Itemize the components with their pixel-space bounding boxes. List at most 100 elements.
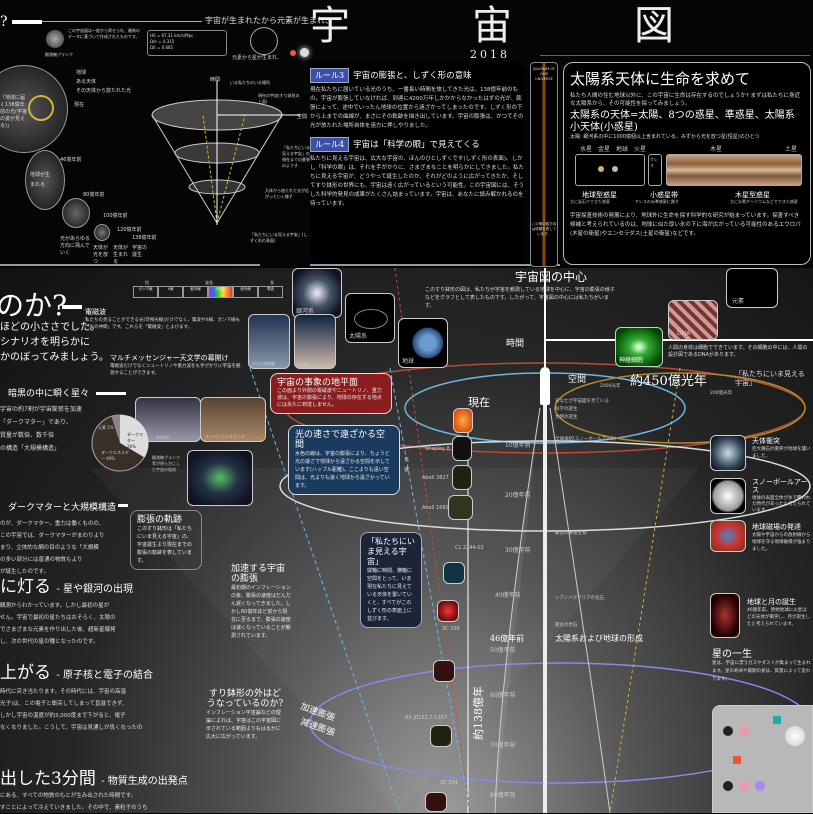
lightspeed-title: 光の速さで遠ざかる空間 xyxy=(295,430,386,450)
thumb-galaxy xyxy=(437,600,459,622)
legend-light: その天体から放たれた光 xyxy=(76,88,132,94)
horizon-title: 宇宙の事象の地平面 xyxy=(277,378,359,388)
dm-title: ダークマターと大規模構造 xyxy=(8,503,117,513)
age-80: 80億年前 xyxy=(83,192,105,198)
star-dot-icon xyxy=(755,781,765,791)
divider xyxy=(12,20,42,24)
thumb-solar-system: 太陽系 xyxy=(345,293,395,343)
age-120: 120億年前 xyxy=(117,227,142,233)
universe-cone xyxy=(90,268,813,813)
square-icon xyxy=(733,756,741,764)
planet-row: 水星 金星 地球 火星 木星 土星 ケレス xyxy=(570,144,804,190)
intro-line: シナリオを明らかに xyxy=(0,337,90,348)
event-magnetic-body: 太陽や宇宙からの放射線から地球を守る地球磁場が強まりました。 xyxy=(752,533,811,552)
pie-label-dark-matter: ダークマター 26% xyxy=(127,432,143,449)
lightspeed-line xyxy=(389,367,471,813)
lightspeed-line xyxy=(249,367,401,813)
stars-line: し、次の世代の星の種となったのです。 xyxy=(0,639,99,645)
thumb-galaxy xyxy=(452,465,472,490)
expansion-cone-diagram xyxy=(151,80,300,225)
em-uv: 紫外線 xyxy=(183,286,208,298)
formation-label: 太陽系および地球の形成 xyxy=(555,634,643,643)
thumb-element: 元素 xyxy=(726,268,778,308)
em-visible: 可視光 xyxy=(208,286,233,298)
cone-edge xyxy=(151,114,218,224)
asteroid-box: ケレス xyxy=(648,154,662,186)
cone-space-label: 空間 xyxy=(297,114,308,120)
thumb-label: KAGRA xyxy=(156,435,170,440)
header-tagline-2: 元素から星が生まれ、 xyxy=(232,55,283,61)
thumb-galaxy xyxy=(452,436,472,461)
outside-title: すり鉢形の外はどうなっているのか? xyxy=(206,689,284,709)
orbit-icon xyxy=(354,309,388,329)
rule3-body: 現在私たちに届いている光のうち、一番長い時間を旅してきた光は、138億年前のもの… xyxy=(310,87,524,129)
header-question-fragment: ? xyxy=(0,14,8,30)
age-label: 約138億年 xyxy=(472,686,485,740)
solar-body: 宇宙探査技術の発展により、地球外に生命を探す科学的な研究が始まっています。探査す… xyxy=(570,213,801,237)
em-ir: 赤外線 xyxy=(233,286,258,298)
thumb-neuron: 神経細胞 xyxy=(615,327,663,367)
planck-satellite-icon xyxy=(46,30,64,48)
center-body: このすり鉢形の図は、私たちが宇宙を観測している地球を中心に、宇宙の膨張の様子など… xyxy=(425,287,615,309)
cone-note-expansion: 「私たちにいま見える宇宙」の現在までの膨張のようす xyxy=(282,145,310,168)
planet-mercury: 水星 xyxy=(580,146,593,153)
dm-line: まり、立体的な網の目のような「大規模 xyxy=(0,545,99,551)
note-science: 科学の誕生 xyxy=(555,407,578,412)
cone-note-here: いま私たちのいる場所 xyxy=(230,80,270,85)
divider xyxy=(0,264,260,266)
note-cyanobacteria: シアノバクテリアの化石 xyxy=(555,596,605,601)
dark-line: の構造「大規模構造」 xyxy=(0,445,61,452)
solar-system-panel: 太陽系天体に生命を求めて 私たち人間の住む地球以外に、この宇宙に生命は存在するの… xyxy=(563,62,811,265)
trace-callout: 膨張の軌跡 このすり鉢形は「私たちにいま見える宇宙」の、宇宙誕生より現在までの膨… xyxy=(130,510,202,570)
visible-title: 「私たちにいま見える宇宙」 xyxy=(367,537,415,566)
thumb-dna: DNA xyxy=(668,300,718,340)
em-body: 私たちの見ることができる光(可視光線)だけでなく、電波やX線、ガンマ線も「光の仲… xyxy=(85,318,241,330)
event-star-life-body: 星は、宇宙に漂うガスやダストが集まって生まれます。星の寿命や最期の姿は、質量によ… xyxy=(712,661,811,682)
dm-line: この宇宙では、ダークマターがまわりより xyxy=(0,533,105,539)
divider xyxy=(118,504,128,507)
dark-line: 質量が数倍、数千倍 xyxy=(0,432,55,439)
em-xray: X線 xyxy=(158,286,183,298)
thumb-galaxy xyxy=(443,562,465,584)
nucleo-heading: 出した3分間 - 物質生成の出発点 xyxy=(0,764,188,789)
dark-line: 宇宙の約7割が宇宙膨張を加速 xyxy=(0,406,82,413)
strip-note: この帯の縦方向は時間を表しています。 xyxy=(531,222,557,236)
event-star-life-title: 星の一生 xyxy=(712,649,752,660)
tick-3: 30億年前 xyxy=(505,547,531,554)
thumb-label: 神経細胞 xyxy=(619,357,644,364)
terrestrial-box xyxy=(575,154,645,186)
recomb-line: なくなりました。こうして、宇宙は見通しが良くなったの xyxy=(0,725,143,731)
nucleo-title: 出した3分間 xyxy=(0,769,96,789)
rule3-title: 宇宙の膨張と、しずく形の意味 xyxy=(353,71,472,81)
thumb-superk: スーパーカミオカンデ xyxy=(200,397,266,442)
solar-title: 太陽系天体に生命を求めて xyxy=(570,70,751,88)
now-marker: 現在 xyxy=(468,396,490,409)
recomb-line: 時代に突き当たります。その時代には、宇宙の高温 xyxy=(0,689,126,695)
age-46: 46億年前 xyxy=(60,157,82,163)
dm-line: の多い部分には普通の物質もより xyxy=(0,557,83,563)
param-h0: H0 = 67.31 km/s/Mpc xyxy=(150,33,194,38)
circle-caption: 「地球に届く138億年前の光(宇宙の姿が見える)」 xyxy=(0,95,27,129)
group-jovian: 木星型惑星 xyxy=(735,191,770,199)
recomb-line: 光子)は、この電子と衝突してしまって直進できず、 xyxy=(0,701,128,707)
event-moon-body: 46億年前、原始地球に火星ほどの天体が衝突し、月が誕生したと考えられています。 xyxy=(747,608,810,627)
thumb-label: 太陽系 xyxy=(349,333,368,340)
horizon-body: この面より外側の電磁波やニュートリノ、重力波は、宇宙の膨張により、地球の存在する… xyxy=(277,388,382,408)
divider xyxy=(310,264,560,266)
pie-caption: 観測機プランク等が明らかにした宇宙の組成 xyxy=(152,455,180,472)
dna-note: 人間の身体は細胞でできています。その細胞の中には、人間の設計図であるDNAがあり… xyxy=(668,345,808,358)
planet-earth: 地球 xyxy=(616,146,629,153)
now-label: 現在 xyxy=(74,102,85,108)
lightspeed-body: 水色の線は、宇宙の膨張により、ちょうど光の速さで地球から遠ざかる空間を示していま… xyxy=(295,451,390,489)
sun-note: 太陽: 銀河系の中に1000億個以上含まれている、みずから光を放つ星(恒星)のひ… xyxy=(570,134,760,140)
thumb-label: スーパーカミオカンデ xyxy=(205,434,245,439)
observable-circle-100 xyxy=(94,224,110,241)
group-terrestrial-note: 主に岩石でできた惑星 xyxy=(570,199,610,204)
em-long: 長 xyxy=(270,280,274,285)
title-year: 2018 xyxy=(470,48,510,61)
planck-caption: この宇宙図は一般から寄せられ、最新のデータに基づいて作成されたものです。 xyxy=(68,28,141,39)
recomb-title: 上がる xyxy=(0,663,51,683)
solar-intro: 私たち人間の住む地球以外に、この宇宙に生命は存在するのでしょうか? まずは私たち… xyxy=(570,93,801,107)
